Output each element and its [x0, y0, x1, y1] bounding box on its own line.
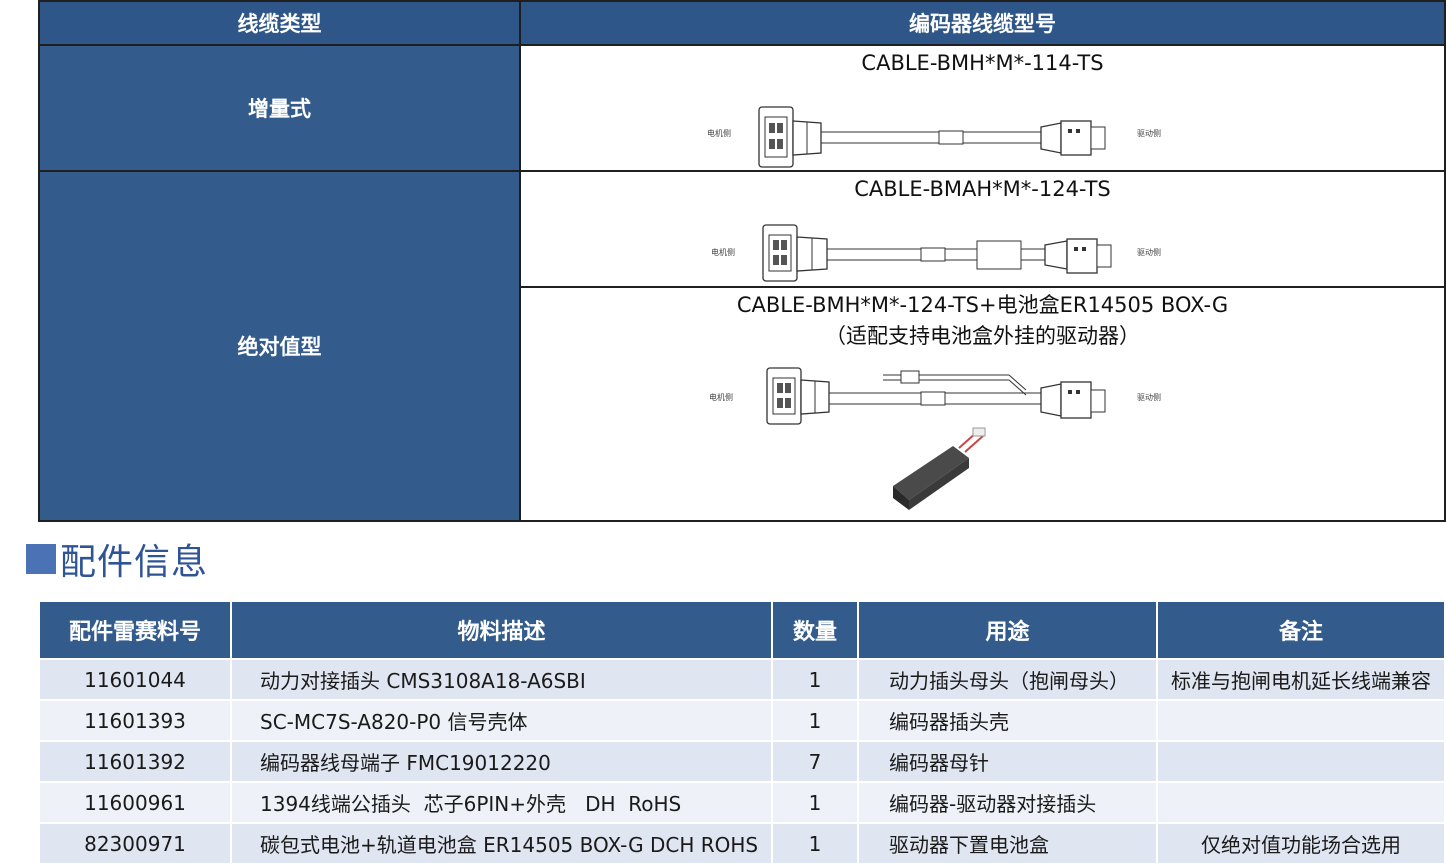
part-quantity: 7 [772, 741, 859, 783]
cable-model-title: CABLE-BMAH*M*-124-TS [854, 177, 1111, 201]
cable-model-cell: CABLE-BMAH*M*-124-TS 电机侧 驱动侧 [519, 170, 1446, 288]
cable-type-absolute: 绝对值型 [38, 170, 521, 522]
cable-row-incremental: 增量式 CABLE-BMH*M*-114-TS 电机侧 驱动侧 [38, 44, 1446, 172]
part-quantity: 1 [772, 700, 859, 742]
part-note [1157, 782, 1444, 824]
part-quantity: 1 [772, 659, 859, 701]
section-marker-icon [26, 544, 56, 574]
drive-side-label: 驱动侧 [1137, 247, 1161, 257]
part-number: 11600961 [40, 782, 232, 824]
part-note: 仅绝对值功能场合选用 [1157, 823, 1444, 865]
part-note [1157, 700, 1444, 742]
header-part-number: 配件雷赛料号 [40, 602, 232, 660]
cable-model-subtitle: （适配支持电池盒外挂的驱动器） [825, 324, 1140, 348]
section-title: 配件信息 [60, 542, 209, 583]
cable-diagram: 电机侧 驱动侧 [709, 367, 1161, 510]
part-usage: 驱动器下置电池盒 [858, 823, 1158, 865]
part-description: 动力对接插头 CMS3108A18-A6SBI [231, 659, 773, 701]
part-usage: 编码器母针 [858, 741, 1158, 783]
table-row: 11600961 1394线端公插头 芯子6PIN+外壳 DH RoHS 1 编… [40, 782, 1444, 824]
drive-side-label: 驱动侧 [1137, 392, 1161, 402]
part-usage: 编码器-驱动器对接插头 [858, 782, 1158, 824]
table-row: 11601393 SC-MC7S-A820-P0 信号壳体 1 编码器插头壳 [40, 700, 1444, 742]
part-usage: 动力插头母头（抱闸母头） [858, 659, 1158, 701]
cable-table: 线缆类型 编码器线缆型号 增量式 CABLE-BMH*M*-114-TS 电机侧 [38, 0, 1446, 522]
part-quantity: 1 [772, 823, 859, 865]
drive-side-label: 驱动侧 [1137, 128, 1161, 138]
part-quantity: 1 [772, 782, 859, 824]
table-row: 11601392 编码器线母端子 FMC19012220 7 编码器母针 [40, 741, 1444, 783]
part-note: 标准与抱闸电机延长线端兼容 [1157, 659, 1444, 701]
part-number: 82300971 [40, 823, 232, 865]
header-notes: 备注 [1157, 602, 1444, 660]
cable-row-absolute-1: 绝对值型 CABLE-BMAH*M*-124-TS 电机侧 驱动侧 [38, 170, 1446, 522]
part-note [1157, 741, 1444, 783]
part-number: 11601392 [40, 741, 232, 783]
cable-model-title: CABLE-BMH*M*-114-TS [861, 51, 1104, 75]
header-usage: 用途 [858, 602, 1158, 660]
header-cable-type: 线缆类型 [38, 0, 521, 46]
part-description: 编码器线母端子 FMC19012220 [231, 741, 773, 783]
part-number: 11601393 [40, 700, 232, 742]
part-description: 1394线端公插头 芯子6PIN+外壳 DH RoHS [231, 782, 773, 824]
header-encoder-model: 编码器线缆型号 [519, 0, 1446, 46]
cable-model-cell: CABLE-BMH*M*-124-TS+电池盒ER14505 BOX-G （适配… [519, 286, 1446, 522]
motor-side-label: 电机侧 [707, 128, 731, 138]
cable-table-header: 线缆类型 编码器线缆型号 [38, 0, 1446, 46]
parts-table-header: 配件雷赛料号 物料描述 数量 用途 备注 [40, 602, 1444, 660]
section-heading: 配件信息 [26, 536, 209, 583]
part-description: 碳包式电池+轨道电池盒 ER14505 BOX-G DCH ROHS [231, 823, 773, 865]
cable-row-absolute-2: CABLE-BMH*M*-124-TS+电池盒ER14505 BOX-G （适配… [39, 286, 1446, 522]
parts-table: 配件雷赛料号 物料描述 数量 用途 备注 11601044 动力对接插头 CMS… [40, 602, 1444, 865]
battery-box-image [893, 427, 986, 510]
part-usage: 编码器插头壳 [858, 700, 1158, 742]
table-row: 82300971 碳包式电池+轨道电池盒 ER14505 BOX-G DCH R… [40, 823, 1444, 865]
part-number: 11601044 [40, 659, 232, 701]
cable-diagram: 电机侧 驱动侧 [711, 224, 1161, 282]
header-description: 物料描述 [231, 602, 773, 660]
header-quantity: 数量 [772, 602, 859, 660]
cable-model-title: CABLE-BMH*M*-124-TS+电池盒ER14505 BOX-G [736, 293, 1229, 317]
cable-diagram: 电机侧 驱动侧 [707, 106, 1161, 168]
motor-side-label: 电机侧 [711, 247, 735, 257]
part-description: SC-MC7S-A820-P0 信号壳体 [231, 700, 773, 742]
motor-side-label: 电机侧 [709, 392, 733, 402]
table-row: 11601044 动力对接插头 CMS3108A18-A6SBI 1 动力插头母… [40, 659, 1444, 701]
cable-type-incremental: 增量式 [38, 44, 521, 172]
cable-model-cell: CABLE-BMH*M*-114-TS 电机侧 驱动侧 [519, 44, 1446, 172]
